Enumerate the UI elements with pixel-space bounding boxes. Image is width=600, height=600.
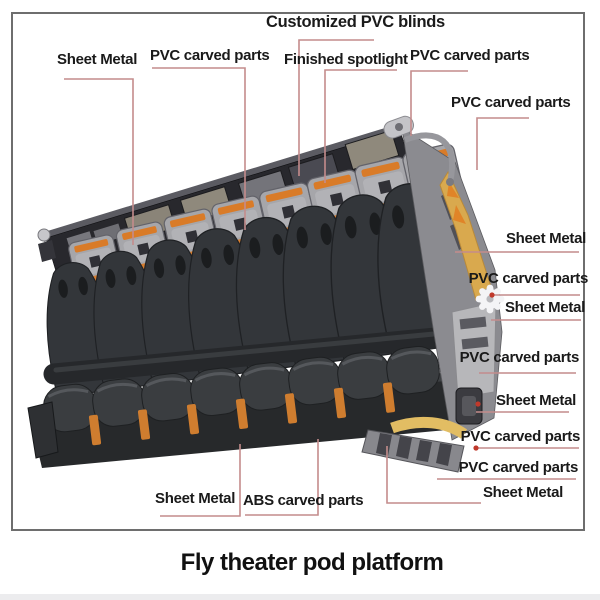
label-pvc-carved-parts-right-2: PVC carved parts (459, 349, 580, 366)
fan-gear (475, 284, 505, 314)
marker-dots (473, 292, 495, 451)
leader-pvc-carved-top-2 (410, 70, 468, 136)
safety-bar (43, 327, 447, 385)
label-pvc-carved-parts-right-3: PVC carved parts (460, 428, 581, 445)
canopy-left-cap (37, 228, 51, 242)
leader-sheet-metal-bottom-right (386, 446, 481, 504)
label-sheet-metal-right-3: Sheet Metal (495, 392, 576, 409)
leader-customized-pvc-blinds (298, 39, 374, 176)
leader-sheet-metal-top-left (64, 78, 134, 245)
label-pvc-carved-parts-right-4: PVC carved parts (458, 459, 579, 476)
label-sheet-metal-right-2: Sheet Metal (504, 299, 585, 316)
platform-left-cap (27, 401, 59, 459)
handle (403, 132, 456, 183)
footrest-slats (376, 433, 452, 466)
platform (27, 342, 468, 468)
label-pvc-carved-parts-top-1: PVC carved parts (150, 47, 270, 64)
canopy-left-bracket (38, 240, 56, 262)
label-sheet-metal-bottom-right: Sheet Metal (482, 484, 563, 501)
label-sheet-metal-right-1: Sheet Metal (505, 230, 586, 247)
label-finished-spotlight: Finished spotlight (284, 51, 408, 68)
label-pvc-carved-parts-top-2: PVC carved parts (410, 47, 530, 64)
page-title: Fly theater pod platform (180, 549, 444, 576)
bottom-strip (0, 594, 600, 600)
leader-pvc-carved-top-right (476, 117, 529, 170)
leader-abs-carved-parts (245, 439, 319, 516)
label-sheet-metal-top-left: Sheet Metal (57, 51, 138, 68)
label-customized-pvc-blinds: Customized PVC blinds (266, 13, 445, 31)
label-pvc-carved-parts-top-right: PVC carved parts (451, 94, 571, 111)
label-pvc-carved-parts-right-1: PVC carved parts (468, 270, 589, 287)
label-abs-carved-parts: ABS carved parts (243, 492, 364, 509)
leader-sheet-metal-bottom (160, 444, 241, 517)
label-sheet-metal-bottom: Sheet Metal (155, 490, 236, 507)
side-panel (361, 115, 503, 473)
leader-finished-spotlight (324, 69, 397, 183)
yellow-band (390, 416, 468, 439)
leader-pvc-carved-top-1 (152, 67, 246, 230)
